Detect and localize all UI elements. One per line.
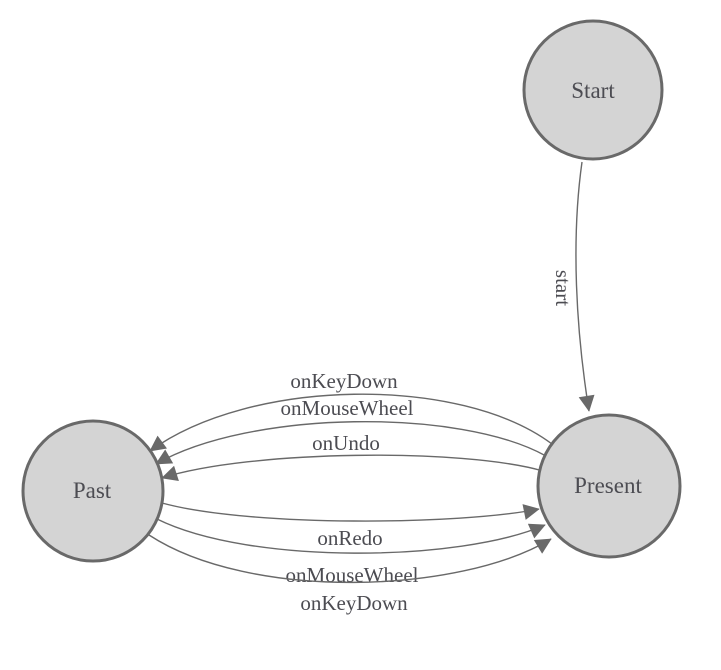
- edge-start-to-present: start: [551, 161, 595, 412]
- edge-present-to-past-onundo-path: [161, 454, 544, 482]
- state-node-present: Present: [536, 413, 682, 559]
- state-node-past-circle: [21, 419, 165, 563]
- edge-past-to-present-onkeydown-path: [148, 534, 552, 584]
- edge-present-to-past-onkeydown: onKeyDown: [149, 369, 553, 452]
- edge-label-onkeydown-bottom: onKeyDown: [300, 591, 408, 615]
- edge-present-to-past-onundo: onUndo: [161, 431, 544, 482]
- edge-label-onkeydown-top: onKeyDown: [290, 369, 398, 393]
- edge-present-to-past-onkeydown-path: [149, 393, 553, 452]
- state-node-start-label: Start: [571, 78, 615, 103]
- state-node-start: Start: [522, 19, 664, 161]
- edge-present-to-past-onmousewheel: onMouseWheel: [155, 396, 547, 465]
- edge-label-onredo: onRedo: [317, 526, 382, 550]
- state-node-start-circle: [522, 19, 664, 161]
- state-node-past: Past: [21, 419, 165, 563]
- edge-past-to-present-onredo: onRedo: [161, 502, 540, 550]
- edge-past-to-present-onkeydown: onKeyDown: [148, 534, 552, 615]
- state-node-present-circle: [536, 413, 682, 559]
- edge-label-onundo: onUndo: [312, 431, 380, 455]
- edge-start-to-present-path: [575, 161, 595, 412]
- edge-past-to-present-onredo-path: [161, 502, 540, 522]
- edge-past-to-present-onmousewheel-path: [156, 518, 546, 554]
- state-node-present-label: Present: [574, 473, 642, 498]
- edge-present-to-past-onmousewheel-path: [155, 420, 547, 465]
- edge-label-onmousewheel-bottom: onMouseWheel: [286, 563, 419, 587]
- edge-label-onmousewheel-top: onMouseWheel: [281, 396, 414, 420]
- edge-label-start: start: [551, 270, 575, 306]
- state-node-past-label: Past: [73, 478, 112, 503]
